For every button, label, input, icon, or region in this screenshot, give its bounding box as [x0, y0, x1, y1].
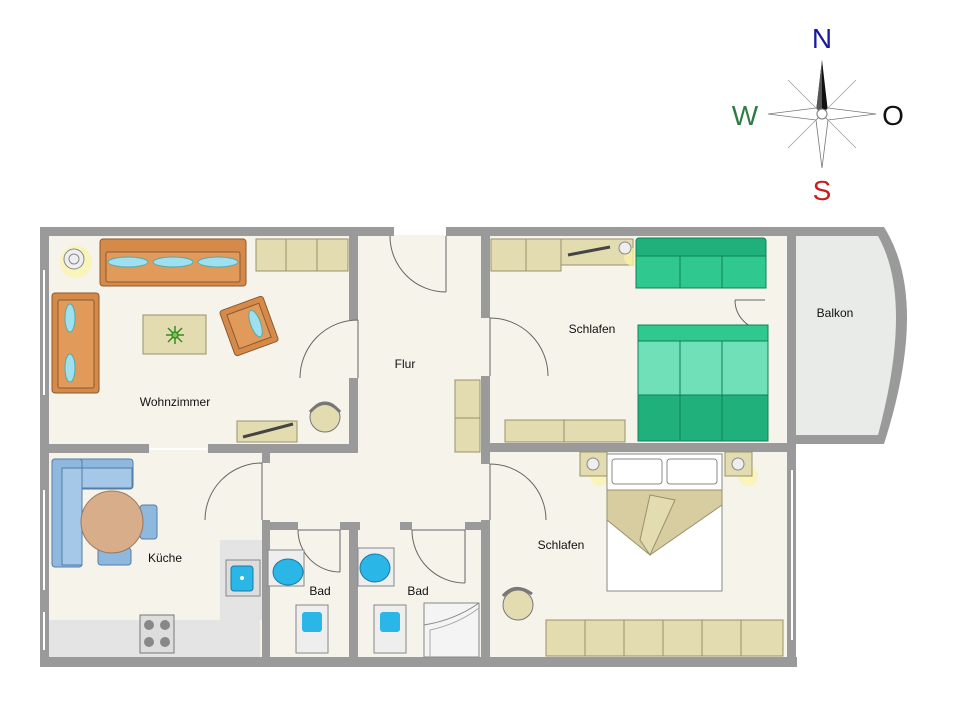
room-label-balcony: Balkon — [817, 306, 854, 320]
tv-icon — [567, 245, 611, 257]
sofa-left — [51, 292, 100, 394]
chair-bedroom — [501, 587, 534, 621]
room-label-kitchen: Küche — [148, 551, 182, 565]
room-label-bath-2: Bad — [407, 584, 428, 598]
bath-2-furniture — [357, 547, 480, 658]
bedroom-bottom-furniture — [501, 451, 784, 657]
double-bed — [606, 453, 723, 592]
corner-bench — [51, 458, 134, 568]
bath-1-furniture — [267, 549, 329, 654]
compass-west-label: W — [732, 100, 759, 131]
armchair — [219, 295, 279, 357]
windows — [43, 230, 793, 650]
green-sofa-bed — [637, 324, 769, 442]
stove-icon — [139, 614, 175, 654]
nightstand-left — [579, 451, 610, 486]
sofa-top — [99, 238, 247, 287]
lamp-icon — [618, 241, 632, 255]
walls — [40, 227, 907, 667]
balcony-floor — [795, 236, 899, 435]
living-room-furniture — [51, 238, 349, 443]
shower — [423, 602, 480, 658]
compass-south-label: S — [813, 175, 832, 206]
chair-living — [308, 401, 342, 433]
compass-north-label: N — [812, 23, 832, 54]
dining-table — [80, 490, 144, 554]
hall-furniture — [454, 379, 481, 453]
green-sofa — [635, 237, 767, 289]
room-labels: Wohnzimmer Flur Schlafen Balkon Küche Ba… — [140, 306, 854, 598]
bedroom-top-furniture — [490, 237, 769, 443]
nightstand-right — [724, 451, 758, 486]
room-label-bedroom-top: Schlafen — [569, 322, 616, 336]
compass-south-needle — [815, 113, 829, 169]
sideboard-bedroom-top — [504, 419, 626, 443]
compass-east-label: O — [882, 100, 904, 131]
room-label-living: Wohnzimmer — [140, 395, 210, 409]
floors — [48, 235, 899, 657]
plant-icon — [166, 326, 184, 344]
doors — [204, 235, 766, 584]
cabinet-living — [255, 238, 349, 272]
wardrobe-bedroom-bottom — [545, 619, 784, 657]
kitchen-furniture — [51, 458, 261, 654]
compass-rose: N W O S — [732, 23, 904, 206]
room-label-hall: Flur — [395, 357, 416, 371]
tv-icon — [242, 422, 294, 439]
room-label-bath-1: Bad — [309, 584, 330, 598]
room-label-bedroom-bottom: Schlafen — [538, 538, 585, 552]
